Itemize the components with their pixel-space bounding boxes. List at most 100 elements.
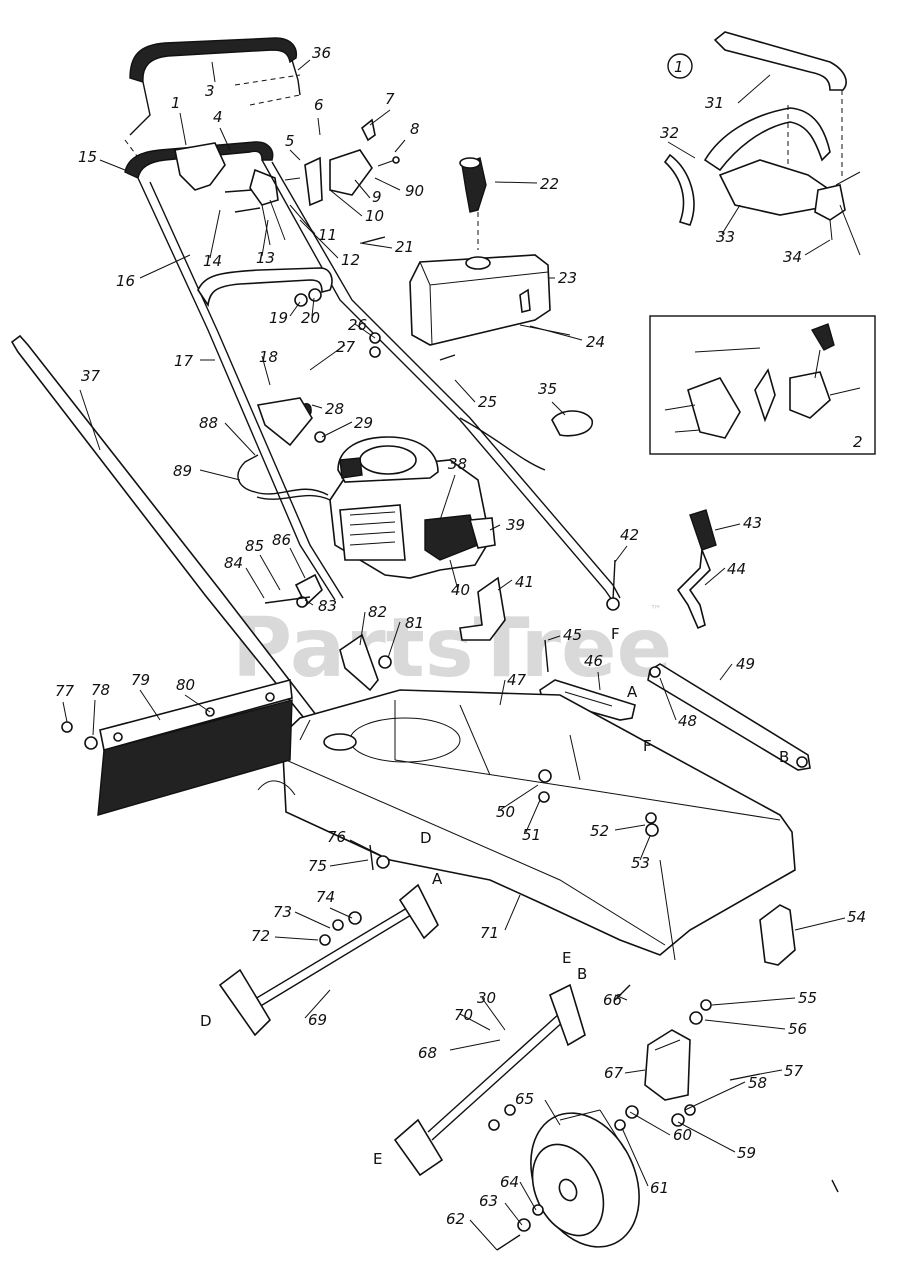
part-label-49: 49: [736, 655, 755, 673]
leader-lines: [62, 59, 861, 1251]
leader-line: [245, 567, 265, 599]
leader-line: [497, 579, 513, 591]
part-label-28: 28: [325, 400, 344, 418]
hardware: [61, 189, 839, 1251]
leader-line: [711, 997, 796, 1006]
leader-line: [597, 671, 601, 691]
part-label-61: 61: [650, 1179, 669, 1197]
leader-line: [387, 621, 401, 659]
leader-line: [354, 179, 371, 199]
leader-line: [614, 545, 628, 563]
part-label-75: 75: [308, 857, 327, 875]
part-label-7: 7: [385, 90, 395, 108]
leader-line: [311, 404, 323, 409]
leader-line: [737, 74, 771, 104]
leader-line: [259, 554, 281, 591]
part-label-64: 64: [500, 1173, 519, 1191]
part-label-55: 55: [798, 989, 817, 1007]
part-label-62: 62: [446, 1210, 465, 1228]
part-label-86: 86: [272, 531, 291, 549]
part-label-41: 41: [515, 573, 534, 591]
control-bracket-group: [284, 118, 400, 207]
leader-line: [519, 1181, 537, 1211]
leader-line: [311, 297, 315, 317]
leader-line: [274, 936, 319, 941]
ref-letter-d-1: D: [420, 829, 432, 847]
part-label-22: 22: [540, 175, 559, 193]
part-label-11: 11: [318, 226, 337, 244]
ref-letter-b-2: B: [577, 965, 587, 983]
axle-link-49: [647, 663, 811, 771]
leader-line: [794, 917, 846, 931]
inset-1-number: 1: [674, 58, 684, 76]
ref-letter-a-2: A: [432, 870, 443, 888]
part-label-58: 58: [748, 1074, 767, 1092]
leader-line: [329, 189, 363, 217]
leader-line: [449, 1039, 501, 1051]
part-label-39: 39: [506, 516, 525, 534]
leader-line: [659, 677, 677, 721]
leader-line: [439, 474, 456, 521]
ref-letter-f-2: F: [643, 737, 652, 755]
leader-line: [261, 355, 271, 386]
leader-line: [504, 1202, 523, 1226]
leader-line: [759, 1069, 783, 1075]
part-label-4: 4: [213, 108, 223, 126]
part-label-31: 31: [705, 94, 724, 112]
leader-line: [629, 1111, 671, 1136]
leader-line: [449, 559, 459, 591]
ref-letter-e-2: E: [373, 1150, 382, 1168]
leader-line: [359, 242, 393, 249]
part-label-68: 68: [418, 1044, 437, 1062]
part-label-53: 53: [631, 854, 650, 872]
leader-line: [714, 523, 741, 531]
leader-line: [289, 301, 301, 317]
leader-line: [677, 1121, 736, 1153]
part-label-20: 20: [301, 309, 320, 327]
height-adjust-lever: [676, 509, 717, 630]
part-label-52: 52: [590, 822, 609, 840]
part-label-51: 51: [522, 826, 541, 844]
mower-deck: [281, 689, 796, 961]
part-label-63: 63: [479, 1192, 498, 1210]
inset-1: 1: [663, 31, 861, 241]
part-label-34: 34: [783, 248, 802, 266]
leader-line: [62, 701, 68, 723]
deck-bracket-54: [759, 904, 796, 966]
part-label-48: 48: [678, 712, 697, 730]
part-label-59: 59: [737, 1144, 756, 1162]
leader-line: [494, 181, 538, 184]
leader-line: [454, 379, 476, 403]
part-label-5: 5: [285, 132, 295, 150]
ref-letter-d-2: D: [200, 1012, 212, 1030]
leader-line: [184, 694, 211, 713]
leader-line: [489, 524, 501, 531]
leader-line: [329, 859, 369, 867]
leader-line: [525, 799, 541, 833]
leader-line: [299, 219, 339, 259]
leader-line: [721, 204, 741, 235]
leader-line: [329, 907, 353, 919]
leader-line: [139, 689, 161, 721]
part-label-24: 24: [586, 333, 605, 351]
leader-line: [309, 344, 346, 371]
rear-axle-68: [393, 983, 586, 1177]
part-label-38: 38: [448, 455, 467, 473]
part-label-69: 69: [308, 1011, 327, 1029]
leader-line: [704, 1019, 786, 1030]
leader-line: [289, 149, 301, 161]
leader-line: [289, 547, 306, 579]
part-label-26: 26: [348, 316, 367, 334]
leader-line: [614, 824, 646, 831]
leader-line: [529, 325, 583, 341]
part-label-10: 10: [365, 207, 384, 225]
leader-line: [369, 109, 391, 126]
part-label-47: 47: [507, 671, 527, 689]
leader-line: [624, 1069, 646, 1074]
leader-line: [469, 1219, 498, 1251]
part-label-67: 67: [604, 1064, 624, 1082]
part-label-78: 78: [91, 681, 110, 699]
part-label-16: 16: [116, 272, 135, 290]
part-label-37: 37: [81, 367, 101, 385]
